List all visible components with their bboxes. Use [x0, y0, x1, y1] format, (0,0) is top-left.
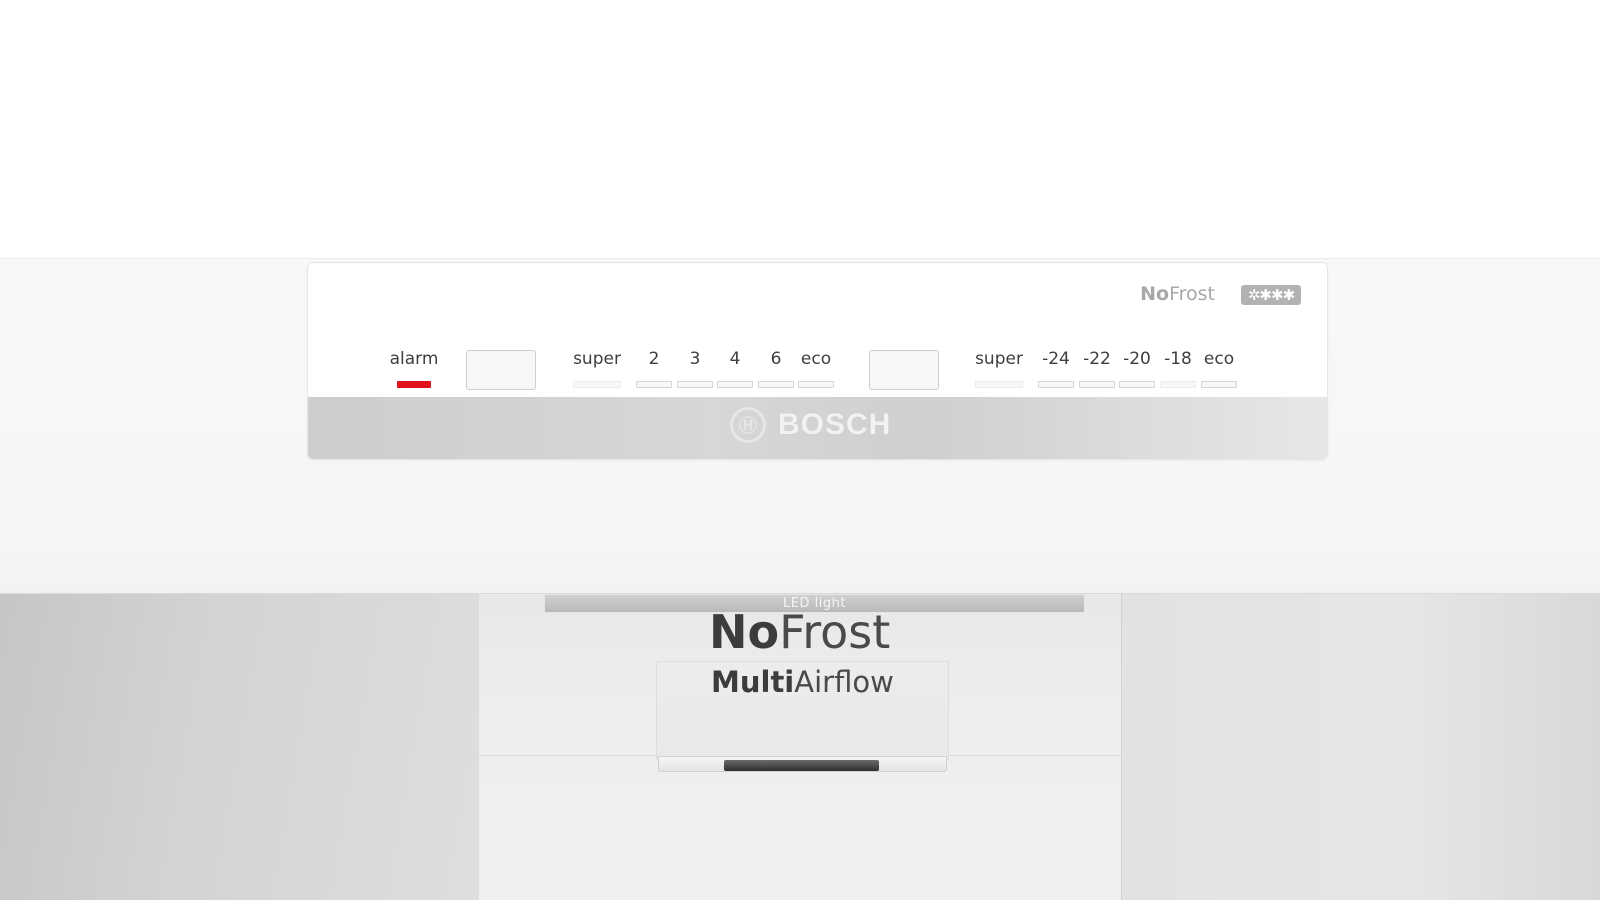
- fridge-level-indicator: [636, 381, 672, 388]
- fridge-level-indicator: [717, 381, 753, 388]
- brand-strip: Ⓗ BOSCH: [308, 397, 1327, 459]
- fridge-super-indicator: [573, 381, 621, 388]
- fridge-level-indicator: [758, 381, 794, 388]
- freezer-level-indicator: [1119, 381, 1155, 388]
- bosch-logo-icon: Ⓗ: [730, 407, 766, 443]
- fridge-level-indicator: [677, 381, 713, 388]
- fridge-super-label: super: [573, 349, 621, 369]
- freezer-super-label: super: [975, 349, 1023, 369]
- brand: Ⓗ BOSCH: [730, 407, 891, 443]
- nofrost-badge: NoFrost: [1140, 283, 1215, 305]
- alarm-indicator: [397, 381, 431, 388]
- alarm-label: alarm: [389, 349, 439, 369]
- fridge-level-label: 4: [729, 349, 741, 369]
- fridge-temp-button[interactable]: [466, 350, 536, 390]
- freezer-eco-indicator: [1201, 381, 1237, 388]
- freezer-level-label: -24: [1042, 349, 1070, 369]
- freezer-level-label: -18: [1164, 349, 1192, 369]
- control-panel: NoFrost ✲✱✱✱ alarm super 2 3 4 6 eco sup…: [307, 262, 1328, 460]
- freezer-level-indicator: [1160, 381, 1196, 388]
- freezer-star-rating-icon: ✲✱✱✱: [1241, 285, 1301, 305]
- interior-left-wall: [0, 594, 479, 900]
- fridge-level-label: 3: [689, 349, 701, 369]
- door-rim: [0, 539, 1600, 594]
- freezer-eco-label: eco: [1203, 349, 1235, 369]
- nofrost-title: NoFrost: [709, 605, 891, 659]
- multiairflow-label: MultiAirflow: [711, 665, 894, 699]
- fridge-eco-indicator: [798, 381, 834, 388]
- fridge-level-label: 6: [770, 349, 782, 369]
- freezer-level-indicator: [1038, 381, 1074, 388]
- interior-right-wall: [1121, 594, 1600, 900]
- freezer-level-label: -20: [1123, 349, 1151, 369]
- fridge-level-label: 2: [648, 349, 660, 369]
- freezer-level-indicator: [1079, 381, 1115, 388]
- multiairflow-plate: [656, 661, 949, 760]
- air-vent-opening: [724, 760, 879, 771]
- brand-name: BOSCH: [778, 408, 892, 441]
- led-light-bar: LED light: [544, 594, 1085, 613]
- fridge-eco-label: eco: [800, 349, 832, 369]
- freezer-super-indicator: [975, 381, 1023, 388]
- freezer-level-label: -22: [1083, 349, 1111, 369]
- freezer-temp-button[interactable]: [869, 350, 939, 390]
